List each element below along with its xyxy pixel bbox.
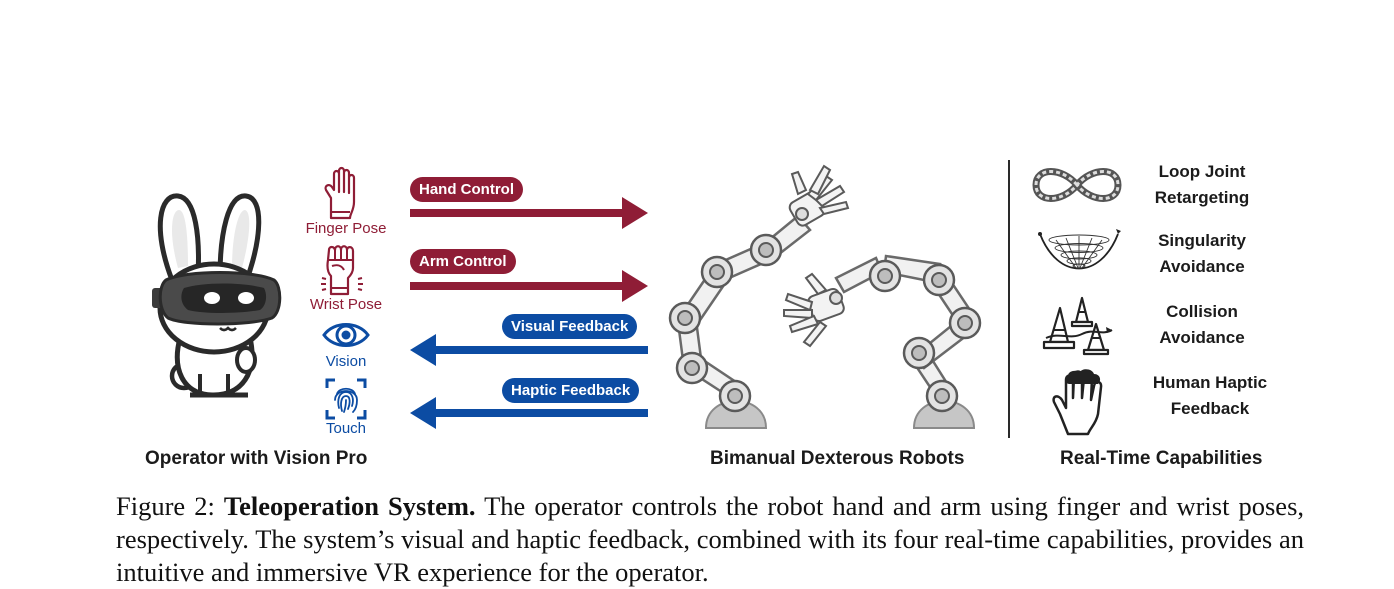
caption-title: Teleoperation System. bbox=[223, 491, 476, 521]
cap-loop-joint: Loop Joint Retargeting bbox=[1117, 159, 1287, 211]
singularity-surface-icon bbox=[1038, 229, 1121, 270]
hand-control-arrow bbox=[410, 197, 648, 229]
cap-haptic: Human Haptic Feedback bbox=[1125, 370, 1295, 422]
cap-loop-joint-line2: Retargeting bbox=[1154, 188, 1250, 207]
figure-caption: Figure 2: Teleoperation System. The oper… bbox=[116, 490, 1304, 589]
infinity-chain-icon bbox=[1032, 168, 1122, 202]
finger-pose-label: Finger Pose bbox=[305, 220, 387, 237]
cap-loop-joint-line1: Loop Joint bbox=[1158, 162, 1246, 181]
cap-collision: Collision Avoidance bbox=[1117, 299, 1287, 351]
cap-collision-line1: Collision bbox=[1166, 302, 1238, 321]
fingerprint-icon bbox=[325, 378, 367, 420]
section-divider bbox=[1008, 160, 1010, 438]
cap-haptic-line1: Human Haptic bbox=[1152, 373, 1268, 392]
arm-control-arrow bbox=[410, 270, 648, 302]
hand-control-pill: Hand Control bbox=[410, 177, 523, 202]
haptic-feedback-arrow bbox=[410, 397, 648, 429]
cap-singularity: Singularity Avoidance bbox=[1117, 228, 1287, 280]
raised-hand-icon bbox=[324, 166, 356, 220]
fist-icon bbox=[321, 245, 363, 296]
visual-feedback-pill: Visual Feedback bbox=[502, 314, 638, 339]
caption-body: The operator controls the robot hand and… bbox=[116, 491, 1305, 587]
touch-label: Touch bbox=[325, 420, 367, 437]
traffic-cones-icon bbox=[1042, 296, 1113, 356]
caption-prefix: Figure 2: bbox=[116, 491, 224, 521]
haptic-feedback-pill: Haptic Feedback bbox=[502, 378, 640, 403]
cap-singularity-line2: Avoidance bbox=[1159, 257, 1245, 276]
cap-singularity-line1: Singularity bbox=[1158, 231, 1246, 250]
cap-collision-line2: Avoidance bbox=[1159, 328, 1245, 347]
arm-control-pill: Arm Control bbox=[410, 249, 516, 274]
visual-feedback-arrow bbox=[410, 334, 648, 366]
wrist-pose-label: Wrist Pose bbox=[309, 296, 383, 313]
bimanual-robots-illustration bbox=[668, 164, 982, 429]
vision-label: Vision bbox=[325, 353, 367, 370]
capabilities-section-label: Real-Time Capabilities bbox=[1060, 448, 1263, 469]
haptic-hand-icon bbox=[1052, 369, 1103, 436]
robots-section-label: Bimanual Dexterous Robots bbox=[710, 448, 965, 469]
cap-haptic-line2: Feedback bbox=[1170, 399, 1250, 418]
eye-icon bbox=[322, 323, 370, 347]
bunny-operator-illustration bbox=[152, 193, 282, 398]
operator-section-label: Operator with Vision Pro bbox=[145, 448, 368, 469]
